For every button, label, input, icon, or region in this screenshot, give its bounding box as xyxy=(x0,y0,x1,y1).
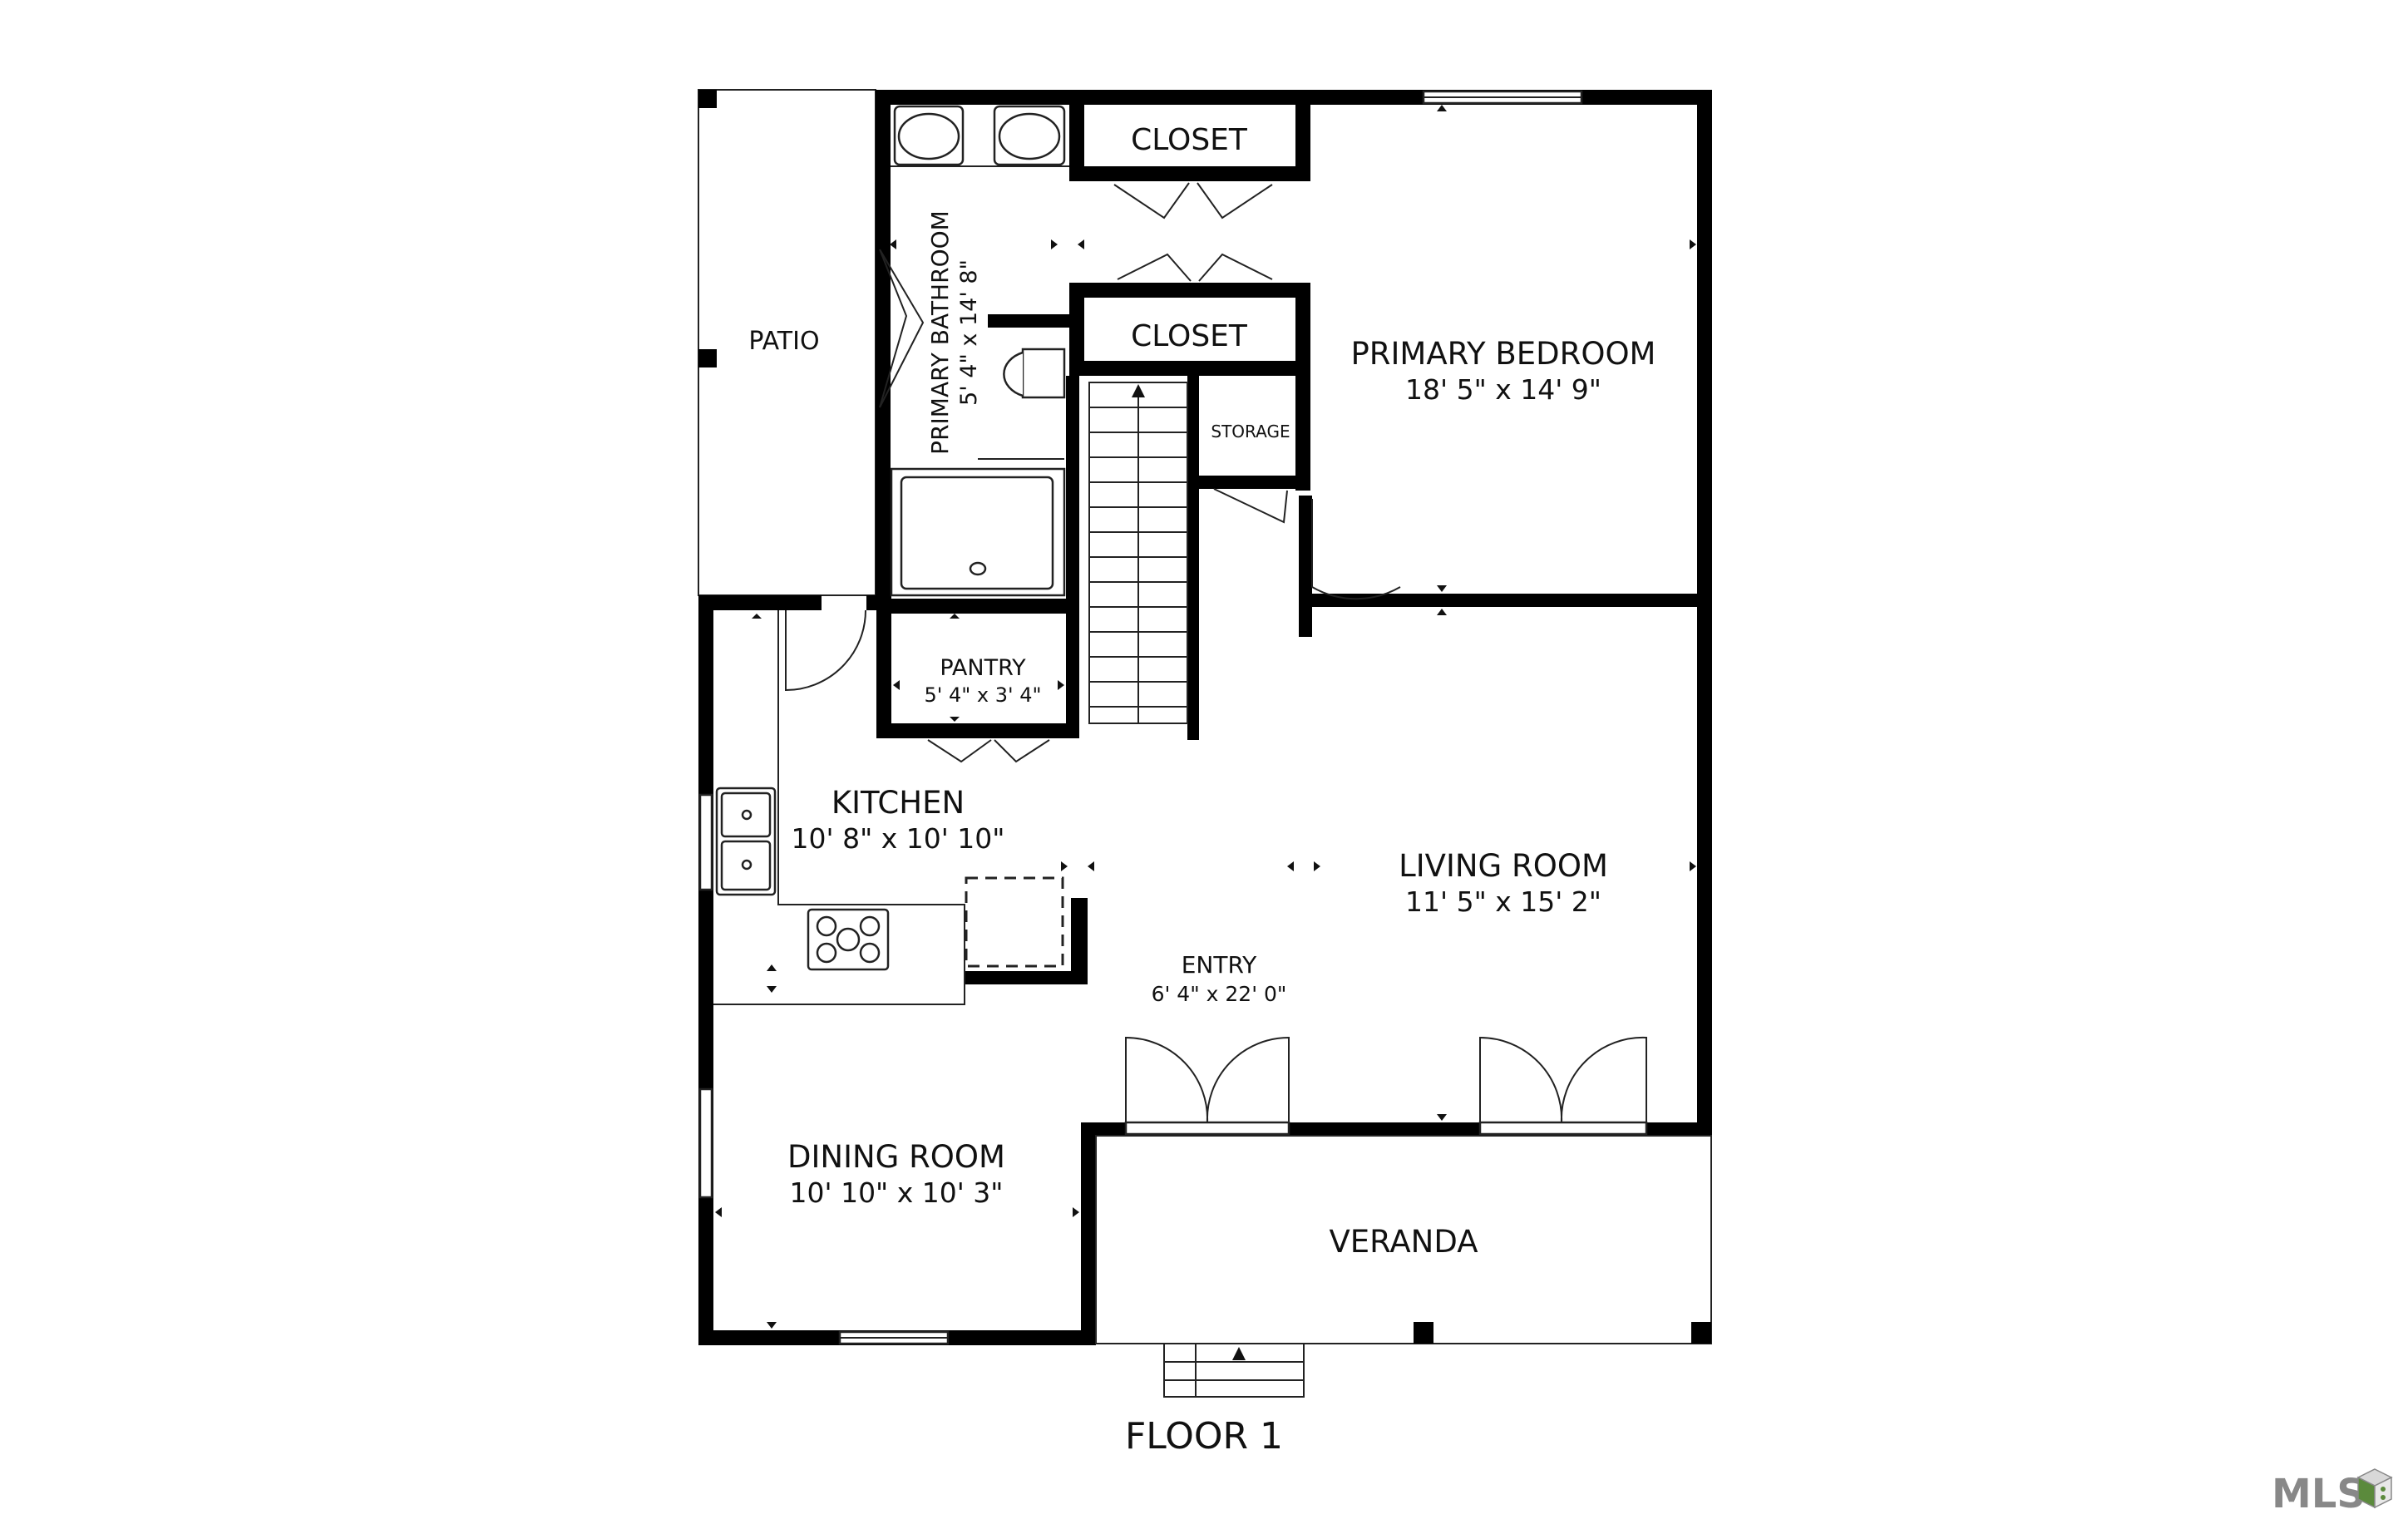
kitchen-fixtures xyxy=(713,610,1064,1005)
pantry-label: PANTRY xyxy=(940,655,1026,681)
veranda-label: VERANDA xyxy=(1329,1224,1478,1260)
veranda-area xyxy=(1095,1135,1712,1398)
kitchen-size: 10' 8" x 10' 10" xyxy=(792,822,1005,855)
mls-cube-icon xyxy=(2356,1468,2393,1509)
primary-bathroom-size: 5' 4" x 14' 8" xyxy=(956,259,982,406)
mls-logo-text: MLS xyxy=(2272,1471,2366,1517)
entry-label: ENTRY xyxy=(1182,951,1257,979)
doors xyxy=(785,182,1647,1123)
primary-bathroom-label: PRIMARY BATHROOM xyxy=(926,210,954,455)
patio-label: PATIO xyxy=(748,327,819,356)
closet-mid-label: CLOSET xyxy=(1131,319,1248,353)
bathroom-fixtures xyxy=(890,105,1069,597)
dining-room-size: 10' 10" x 10' 3" xyxy=(790,1176,1004,1209)
closet-top-label: CLOSET xyxy=(1131,123,1248,157)
dining-room-label: DINING ROOM xyxy=(787,1139,1005,1175)
primary-bedroom-label: PRIMARY BEDROOM xyxy=(1350,336,1656,372)
living-room-size: 11' 5" x 15' 2" xyxy=(1405,885,1601,918)
pantry-size: 5' 4" x 3' 4" xyxy=(924,683,1041,707)
primary-bedroom-size: 18' 5" x 14' 9" xyxy=(1405,373,1601,406)
windows xyxy=(698,90,1648,1345)
direction-markers xyxy=(715,105,1696,1329)
storage-label: STORAGE xyxy=(1211,422,1290,441)
kitchen-label: KITCHEN xyxy=(831,785,965,821)
staircase xyxy=(1088,382,1188,724)
entry-size: 6' 4" x 22' 0" xyxy=(1152,982,1287,1006)
floor-title: FLOOR 1 xyxy=(1125,1415,1283,1457)
living-room-label: LIVING ROOM xyxy=(1399,848,1608,884)
mls-logo: MLS xyxy=(2272,1464,2396,1521)
